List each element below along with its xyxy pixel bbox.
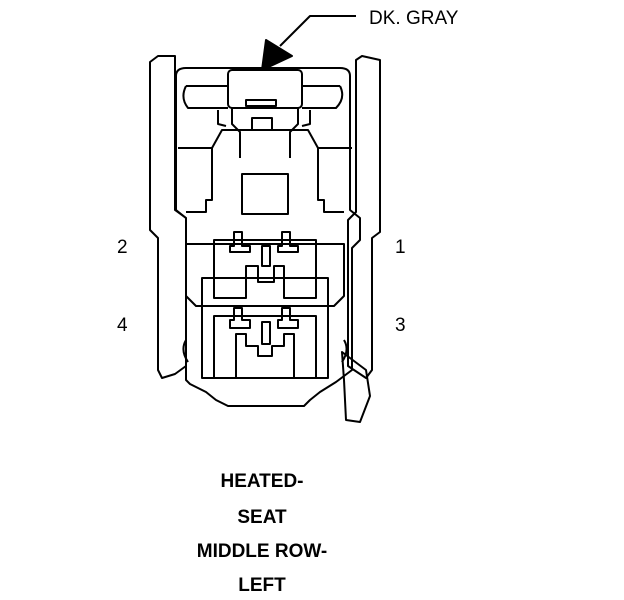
caption-line-1: HEATED- (220, 471, 304, 492)
connector-latch (182, 69, 344, 158)
caption-line-2: SEAT (237, 507, 287, 528)
pin-4-label: 4 (117, 315, 128, 336)
caption-line-4: LEFT (238, 575, 286, 596)
pin-1-label: 1 (395, 237, 406, 258)
terminal-cavities (182, 231, 348, 379)
pin-3-label: 3 (395, 315, 406, 336)
pin-2-label: 2 (117, 237, 128, 258)
connector-side-tab (341, 351, 371, 423)
wire-color-leader-arrow (261, 15, 356, 71)
connector-housing-outline (149, 55, 187, 379)
caption-line-3: MIDDLE ROW- (196, 541, 328, 562)
connector-upper-body (178, 129, 352, 215)
wire-color-label: DK. GRAY (369, 8, 459, 29)
connector-shell (175, 67, 361, 407)
connector-housing-right-outline (347, 55, 381, 379)
